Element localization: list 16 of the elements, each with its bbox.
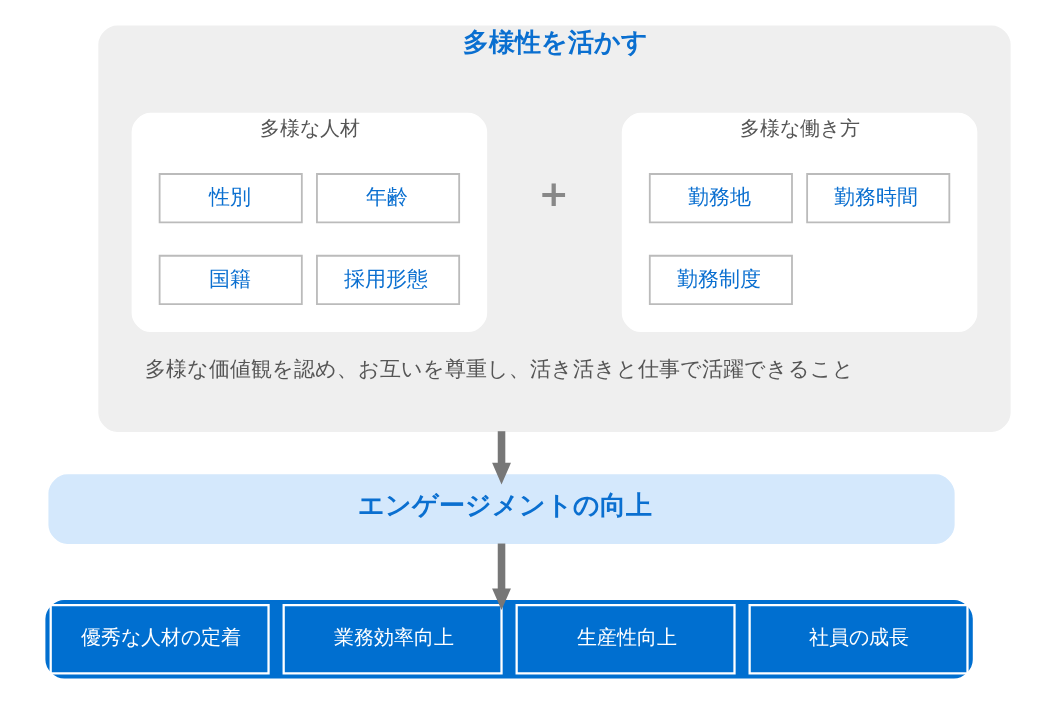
- node-box: 国籍: [158, 254, 303, 306]
- node-box: 年齢: [316, 173, 461, 224]
- node-box: 生産性向上: [515, 604, 736, 675]
- node-box: 業務効率向上: [282, 604, 503, 675]
- cluster: [45, 599, 973, 679]
- node-box: 社員の成長: [748, 604, 969, 675]
- node-box: エンゲージメントの向上: [48, 474, 955, 544]
- node-box: 優秀な人材の定着: [49, 604, 270, 675]
- node-box: 勤務地: [648, 173, 793, 224]
- arrow: [492, 543, 511, 611]
- node-box: 採用形態: [316, 254, 461, 306]
- arrow: [492, 431, 511, 485]
- node-box: 勤務制度: [648, 254, 793, 306]
- node-box: 勤務時間: [806, 173, 951, 224]
- label: +: [538, 172, 570, 216]
- node-box: 性別: [158, 173, 303, 224]
